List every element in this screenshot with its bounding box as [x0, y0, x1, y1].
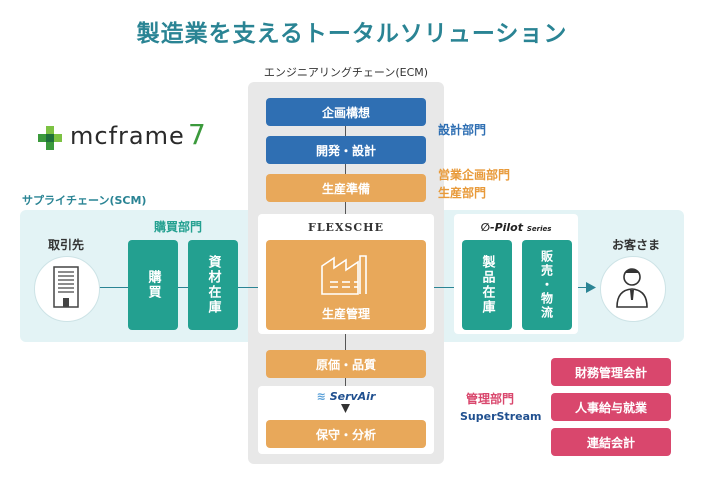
logo-text: mcframe — [70, 122, 185, 150]
factory-icon — [321, 255, 367, 295]
step-maintenance-analysis[interactable]: 保守・分析 — [266, 420, 426, 448]
consolidated-accounting-button[interactable]: 連結会計 — [551, 428, 671, 456]
product-inventory-box[interactable]: 製品在庫 — [462, 240, 512, 330]
scm-label: サプライチェーン(SCM) — [22, 194, 147, 207]
pilot-logo-sub: Series — [526, 225, 552, 233]
supplier-label: 取引先 — [48, 238, 85, 252]
hr-payroll-button[interactable]: 人事給与就業 — [551, 393, 671, 421]
production-management-box[interactable] — [266, 240, 426, 330]
servair-mark-icon: ≋ — [316, 390, 326, 403]
ecm-label: エンジニアリングチェーン(ECM) — [263, 66, 429, 79]
production-management-label: 生産管理 — [321, 307, 370, 321]
logo-number: 7 — [188, 118, 206, 151]
customer-label: お客さま — [612, 238, 661, 252]
purchasing-dept-label: 購買部門 — [154, 220, 203, 234]
mcframe-logo: mcframe 7 — [38, 118, 208, 152]
sales-planning-dept-label: 営業企画部門 — [438, 168, 511, 182]
servair-logo-text: ServAir — [329, 390, 376, 403]
pilot-logo: ∅-Pilot Series — [454, 221, 578, 234]
step-development[interactable]: 開発・設計 — [266, 136, 426, 164]
flexsche-logo: FLEXSCHE — [308, 221, 384, 234]
management-dept-label: 管理部門 — [466, 392, 515, 406]
scm-arrow-icon — [586, 282, 596, 293]
step-production-prep[interactable]: 生産準備 — [266, 174, 426, 202]
sales-logistics-box[interactable]: 販売・物流 — [522, 240, 572, 330]
step-planning[interactable]: 企画構想 — [266, 98, 426, 126]
arrow-down-icon — [341, 404, 350, 413]
production-dept-label: 生産部門 — [438, 186, 487, 200]
pilot-slash-icon: ∅- — [480, 221, 495, 234]
pilot-logo-main: Pilot — [494, 221, 523, 234]
page-title: 製造業を支えるトータルソリューション — [136, 21, 568, 47]
materials-inventory-box[interactable]: 資材在庫 — [188, 240, 238, 330]
building-icon — [53, 266, 79, 308]
purchasing-box[interactable]: 購買 — [128, 240, 178, 330]
servair-logo: ≋ ServAir — [258, 390, 434, 403]
financial-accounting-button[interactable]: 財務管理会計 — [551, 358, 671, 386]
mcframe-logo-icon — [38, 126, 62, 150]
design-dept-label: 設計部門 — [438, 123, 487, 137]
person-icon — [616, 268, 648, 308]
superstream-logo: SuperStream — [460, 410, 542, 423]
step-cost-quality[interactable]: 原価・品質 — [266, 350, 426, 378]
